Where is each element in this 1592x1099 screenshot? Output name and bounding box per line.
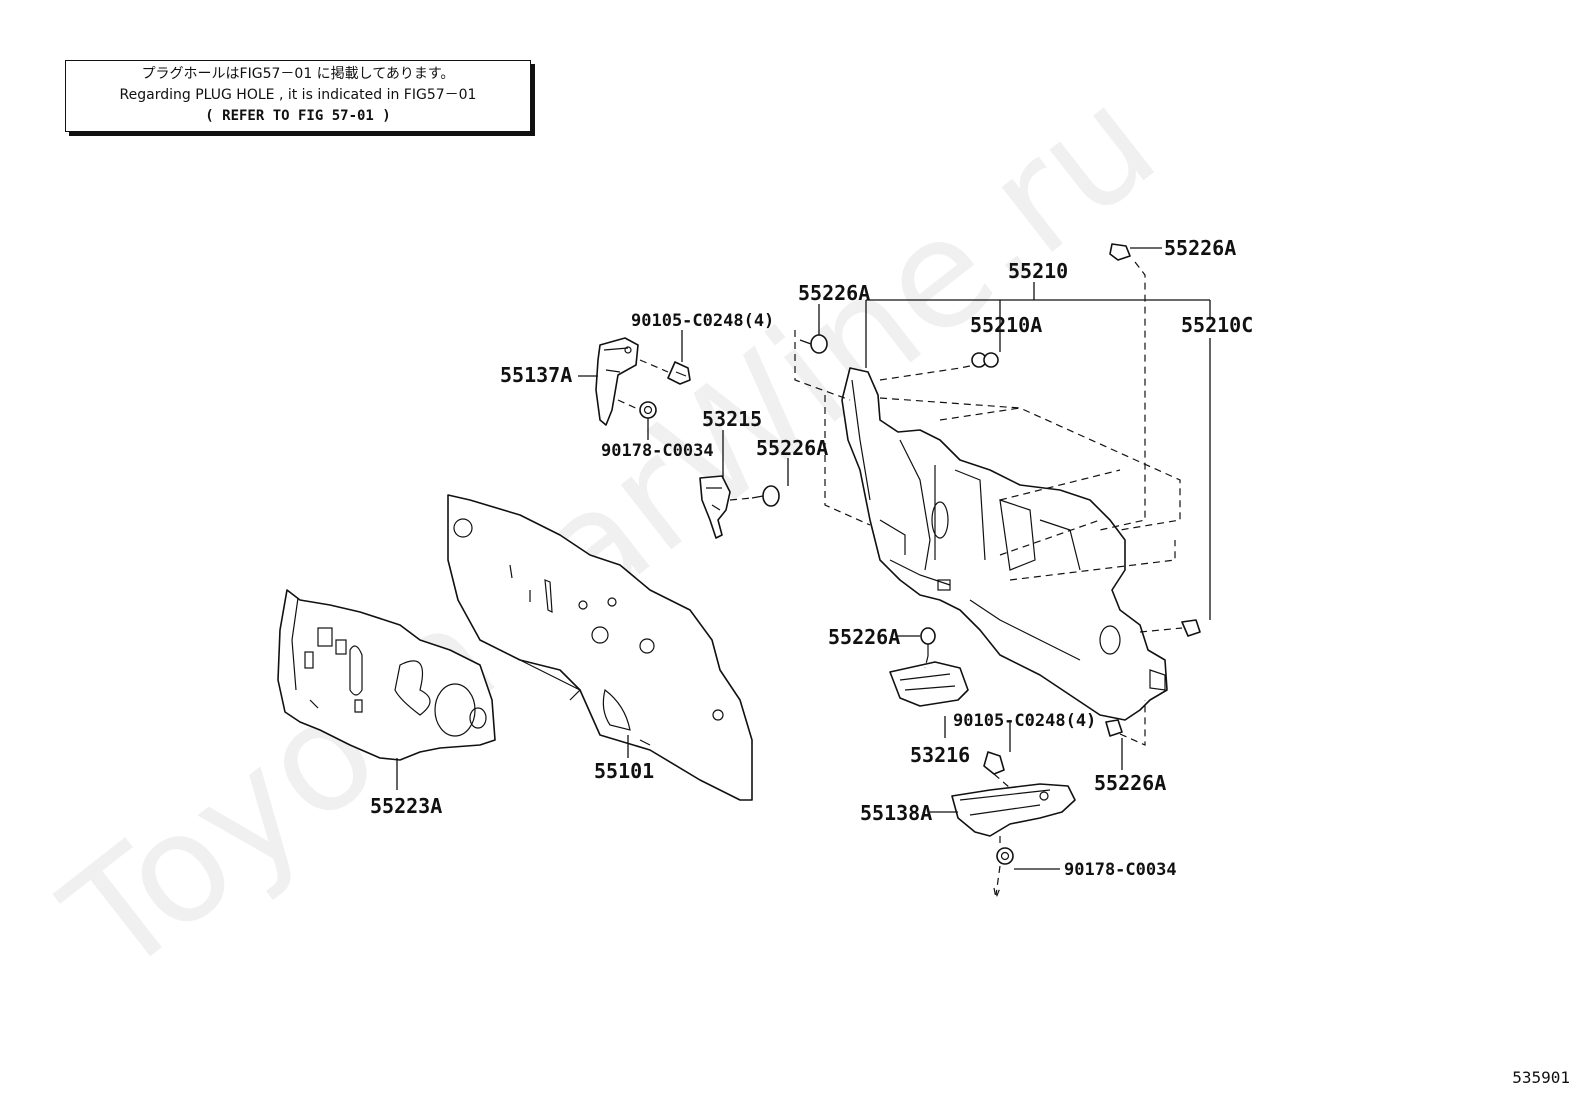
- leader-lines: [396, 247, 1211, 870]
- clip-55226A-lower[interactable]: [920, 627, 936, 656]
- label-53216[interactable]: 53216: [910, 743, 970, 767]
- label-55226A-right[interactable]: 55226A: [1094, 771, 1166, 795]
- label-55226A-lower[interactable]: 55226A: [828, 625, 900, 649]
- part-53215-bracket[interactable]: [699, 475, 731, 539]
- label-55226A-mid[interactable]: 55226A: [756, 436, 828, 460]
- part-53216-bracket[interactable]: [889, 661, 969, 707]
- nut-90178-top[interactable]: [639, 401, 657, 419]
- bolt-90105-top[interactable]: [667, 361, 691, 385]
- label-90105-bottom[interactable]: 90105-C0248(4): [953, 711, 1096, 731]
- label-55226A-topleft[interactable]: 55226A: [798, 281, 870, 305]
- clip-55226A-right[interactable]: [1105, 719, 1123, 737]
- notice-line-english: Regarding PLUG HOLE , it is indicated in…: [119, 87, 477, 103]
- label-55101[interactable]: 55101: [594, 759, 654, 783]
- clip-55226A-topright[interactable]: [1109, 243, 1131, 261]
- part-labels: 55223A 55101 55137A 90105-C0248(4) 90178…: [370, 236, 1253, 880]
- label-55210[interactable]: 55210: [1008, 259, 1068, 283]
- label-55226A-topright[interactable]: 55226A: [1164, 236, 1236, 260]
- clip-55210C[interactable]: [1181, 619, 1201, 637]
- label-55210C[interactable]: 55210C: [1181, 313, 1253, 337]
- label-55223A[interactable]: 55223A: [370, 794, 442, 818]
- nut-90178-bottom[interactable]: [996, 847, 1014, 865]
- clip-55226A-mid[interactable]: [751, 485, 780, 507]
- label-55137A[interactable]: 55137A: [500, 363, 572, 387]
- notice-refer-link[interactable]: ( REFER TO FIG 57-01 ): [205, 108, 391, 124]
- part-55210-insulator[interactable]: [841, 367, 1168, 721]
- part-55101-dash-panel[interactable]: [447, 494, 753, 801]
- label-53215[interactable]: 53215: [702, 407, 762, 431]
- notice-line-japanese: プラグホールはFIG57－01 に掲載してあります。: [141, 66, 455, 82]
- part-55138A-bracket[interactable]: [951, 783, 1076, 837]
- part-55137A-bracket[interactable]: [595, 337, 639, 426]
- label-90105-top[interactable]: 90105-C0248(4): [631, 311, 774, 331]
- label-55210A[interactable]: 55210A: [970, 313, 1042, 337]
- label-90178-bottom[interactable]: 90178-C0034: [1064, 860, 1177, 880]
- assembly-dashed-lines: [617, 261, 1183, 901]
- nut-55210A[interactable]: [971, 352, 999, 368]
- document-number: 535901: [1512, 1068, 1570, 1087]
- label-55138A[interactable]: 55138A: [860, 801, 932, 825]
- label-90178-top[interactable]: 90178-C0034: [601, 441, 714, 461]
- bolt-90105-bottom[interactable]: [983, 751, 1005, 775]
- part-55223A-silencer[interactable]: [277, 589, 496, 761]
- plug-hole-notice: プラグホールはFIG57－01 に掲載してあります。 Regarding PLU…: [65, 60, 531, 132]
